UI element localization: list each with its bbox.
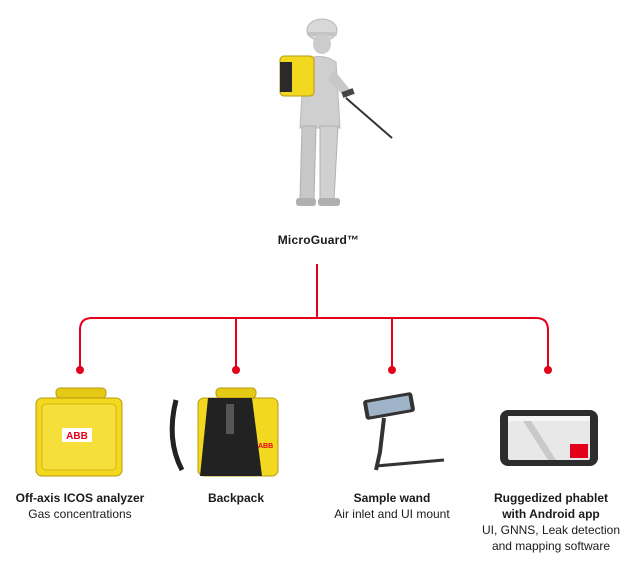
component-name-line-2: with Android app [502, 507, 600, 521]
component-label-analyzer: Off-axis ICOS analyzer Gas concentration… [0, 490, 160, 522]
component-description: Gas concentrations [28, 507, 132, 521]
phablet-icon [500, 410, 598, 466]
backpack-icon: ABB [169, 387, 279, 477]
component-label-backpack: Backpack [166, 490, 306, 506]
diagram-title: MicroGuard™ [277, 233, 360, 247]
sample-wand-icon [363, 392, 445, 471]
person-with-backpack-illustration [279, 18, 393, 206]
component-description-line-1: UI, GNNS, Leak detection [481, 523, 621, 537]
component-label-sample-wand: Sample wand Air inlet and UI mount [312, 490, 472, 522]
component-description-line-2: and mapping software [491, 539, 611, 553]
connector-tree [79, 264, 549, 368]
component-name: Backpack [207, 491, 265, 505]
connector-endpoints [76, 366, 552, 374]
analyzer-case-icon: ABB [35, 387, 123, 477]
component-name: Sample wand [353, 491, 431, 505]
analyzer-abb-logo: ABB [66, 431, 88, 442]
component-label-phablet: Ruggedized phablet with Android app UI, … [470, 490, 632, 554]
component-name: Off-axis ICOS analyzer [15, 491, 145, 505]
component-name-line-1: Ruggedized phablet [494, 491, 608, 505]
component-description: Air inlet and UI mount [334, 507, 450, 521]
backpack-abb-logo: ABB [258, 443, 273, 450]
